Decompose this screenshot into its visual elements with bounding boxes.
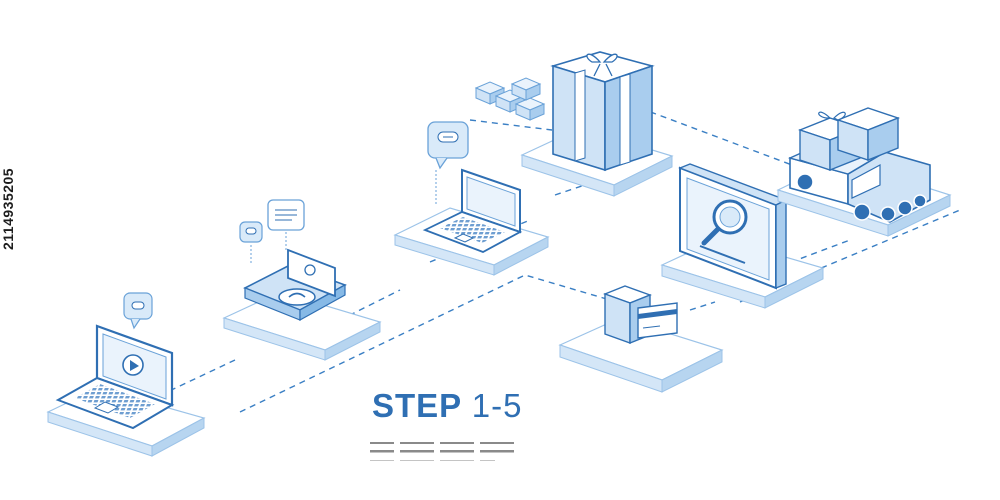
- magnifier-icon: [701, 199, 748, 246]
- caption-filler-text: [370, 430, 520, 464]
- step-range: 1-5: [471, 387, 523, 424]
- payment-terminal-icon: [243, 248, 347, 322]
- credit-card-icon: [603, 285, 678, 345]
- station-delivery-truck: [776, 107, 952, 237]
- video-play-icon: [122, 354, 144, 376]
- chat-bubble-icon: [239, 199, 305, 265]
- station-laptop-chat: [393, 121, 550, 276]
- platform: [558, 317, 724, 393]
- stock-id-text: 2114935205: [0, 167, 16, 250]
- step-title: STEP 1-5: [372, 386, 522, 426]
- step-word: STEP: [372, 387, 462, 424]
- wheel-icon: [796, 173, 927, 222]
- station-laptop-video: [46, 292, 206, 457]
- station-credit-card-wallet: [558, 285, 724, 393]
- chat-bubble-icon: [123, 292, 153, 330]
- gift-box-icon: [550, 51, 655, 172]
- station-payment-terminal: [222, 199, 382, 361]
- laptop-icon: [422, 168, 523, 253]
- platform: [222, 291, 382, 361]
- station-search-monitor: [660, 163, 825, 309]
- chat-bubble-icon: [427, 121, 469, 205]
- blocks-icon: [474, 77, 546, 121]
- delivery-truck-icon: [787, 107, 931, 223]
- station-gift-box: [474, 51, 674, 197]
